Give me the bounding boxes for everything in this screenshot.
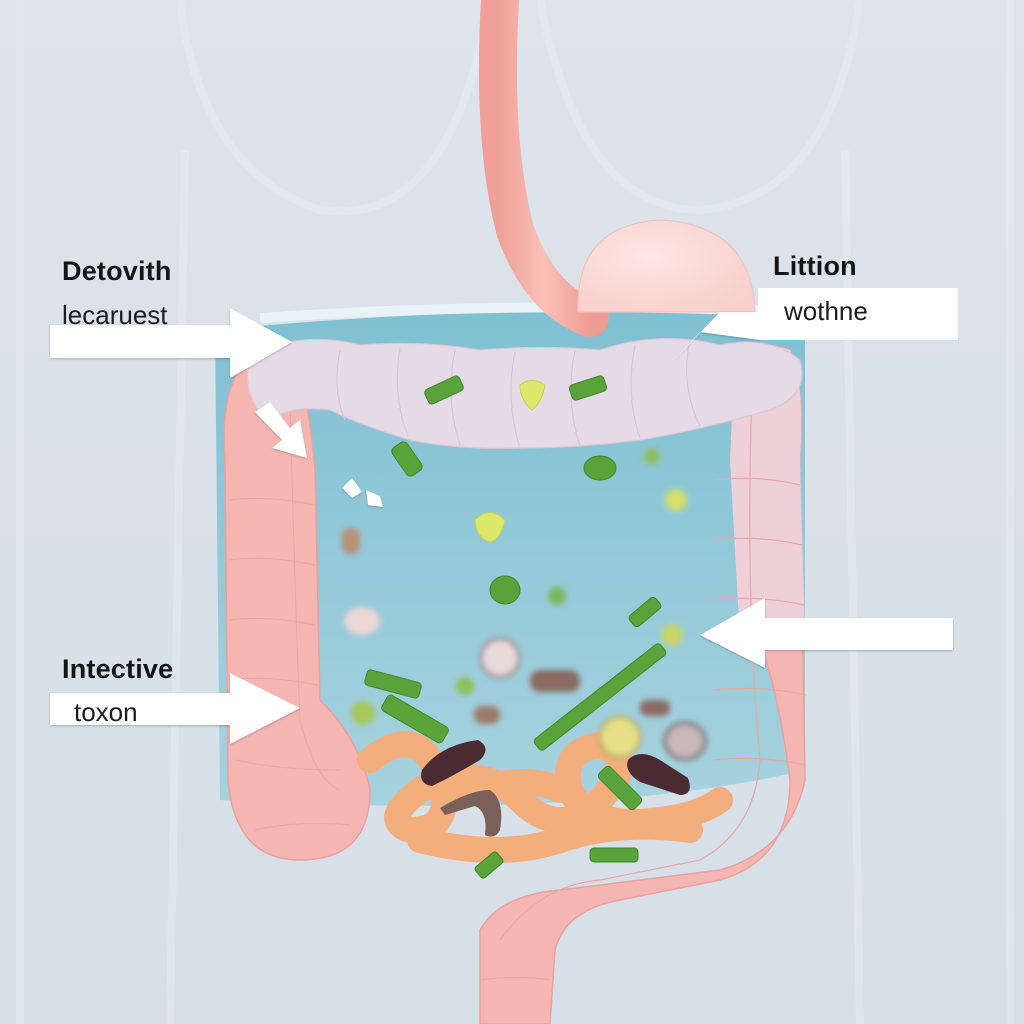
dark-food-piece <box>421 740 486 786</box>
label-title-bottom-left: Intective <box>62 654 174 684</box>
label-box-top-right <box>758 288 958 340</box>
dark-food-piece <box>627 754 690 795</box>
arrow-top-right <box>662 312 760 372</box>
arrow-tiny-1 <box>342 478 362 498</box>
arrow-top-left <box>50 308 292 378</box>
label-subtitle-top-right: wothne <box>784 296 868 326</box>
food-particles <box>342 375 707 879</box>
esophagus <box>478 0 609 337</box>
small-intestine <box>357 731 733 863</box>
body-silhouette <box>16 0 1014 1024</box>
label-subtitle-top-left: lecaruest <box>62 300 168 330</box>
arrow-bottom-left <box>50 673 300 744</box>
label-title-top-left: Detovith <box>62 256 172 286</box>
brown-food-piece <box>440 790 502 837</box>
stomach <box>577 219 756 313</box>
arrow-middle-right <box>700 598 953 668</box>
label-subtitle-bottom-left: toxon <box>74 697 138 727</box>
ascending-colon <box>223 359 371 861</box>
label-title-top-right: Littion <box>773 251 857 281</box>
arrow-small-diagonal <box>255 402 307 458</box>
colon-haustra-left <box>229 399 351 831</box>
colon-haustra-right <box>479 389 807 981</box>
arrow-tiny-2 <box>366 490 383 507</box>
arrows <box>50 308 953 744</box>
